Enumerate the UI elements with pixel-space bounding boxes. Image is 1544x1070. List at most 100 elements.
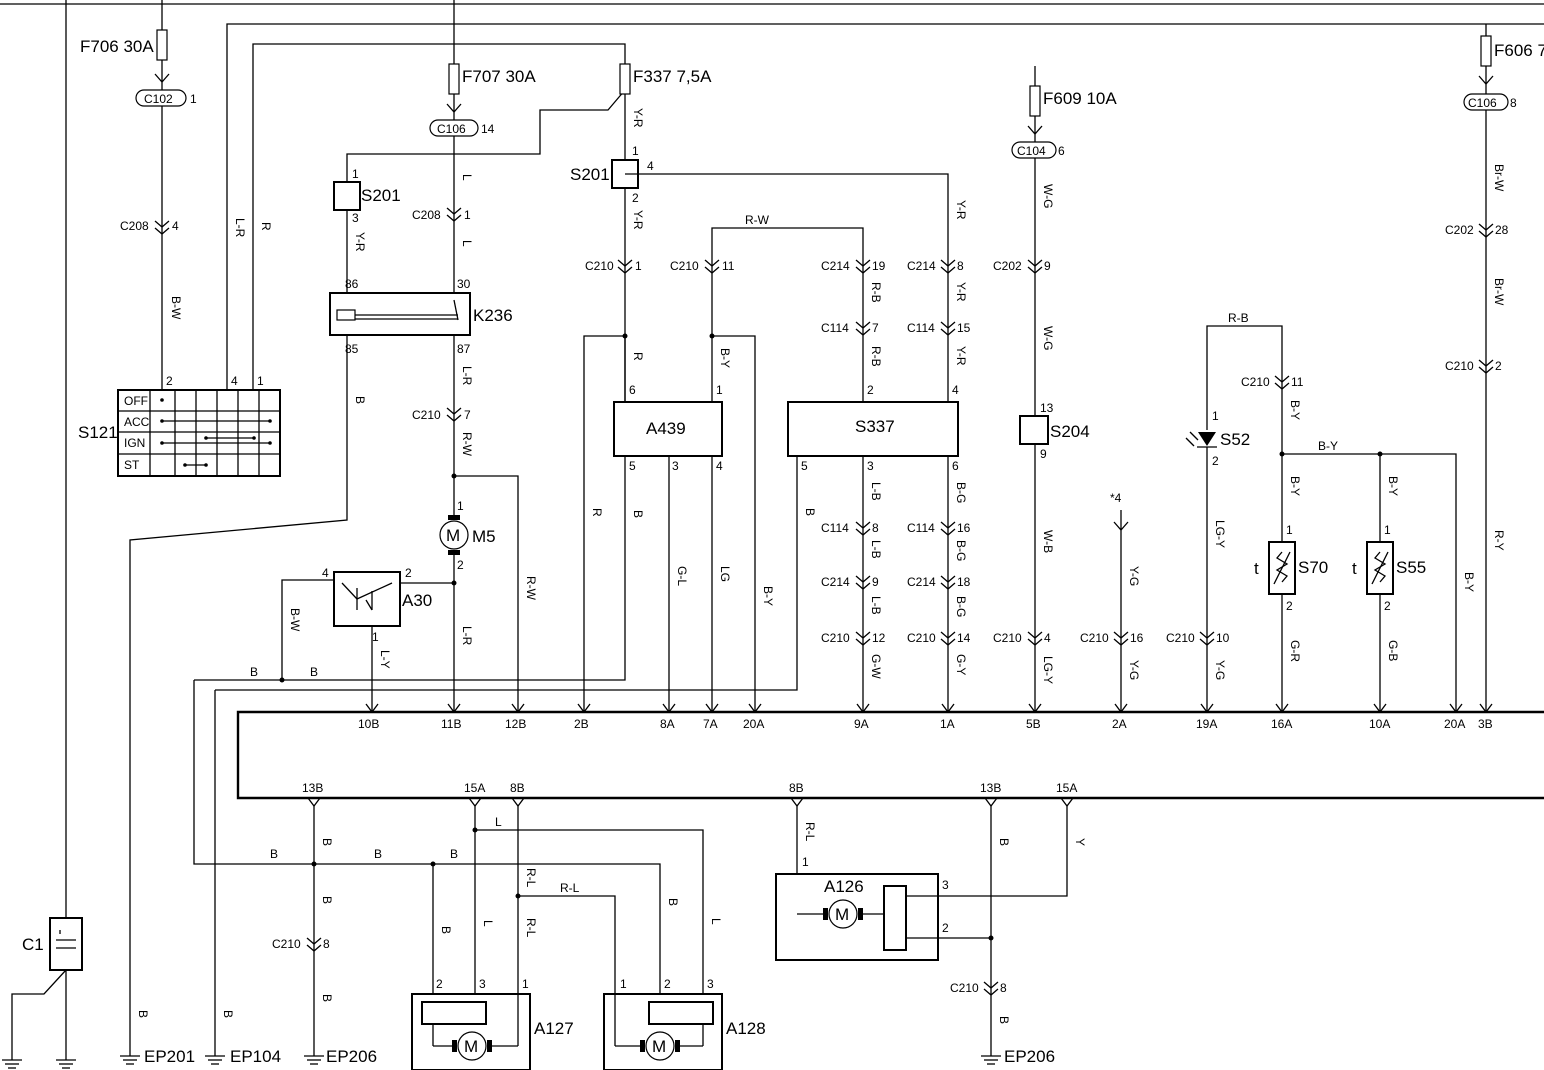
relay-k236: K236 85 87	[329, 292, 513, 356]
svg-text:C210: C210	[670, 259, 699, 273]
svg-text:6: 6	[629, 383, 636, 397]
svg-text:2: 2	[1286, 599, 1293, 613]
svg-text:4: 4	[1044, 631, 1051, 645]
ground-ep206-right: EP206	[1004, 1047, 1055, 1066]
ground-ep201: EP201	[144, 1047, 195, 1066]
svg-text:S52: S52	[1220, 430, 1250, 449]
svg-text:ST: ST	[124, 458, 140, 472]
svg-text:B: B	[353, 396, 367, 404]
svg-text:S337: S337	[855, 417, 895, 436]
svg-text:S201: S201	[570, 165, 610, 184]
svg-text:12: 12	[872, 631, 886, 645]
svg-text:C1: C1	[22, 935, 44, 954]
svg-text:1: 1	[190, 92, 197, 106]
svg-text:2: 2	[632, 191, 639, 205]
svg-text:L-B: L-B	[869, 596, 883, 615]
connector-c106-b: C106 8	[1463, 93, 1517, 111]
svg-text:3: 3	[942, 878, 949, 892]
svg-text:4: 4	[172, 219, 179, 233]
svg-text:9A: 9A	[854, 717, 869, 731]
svg-text:G-B: G-B	[1386, 640, 1400, 661]
s121-label: S121	[78, 423, 118, 442]
svg-text:3B: 3B	[1478, 717, 1493, 731]
svg-text:A128: A128	[726, 1019, 766, 1038]
svg-text:C102: C102	[144, 92, 173, 106]
svg-text:C210: C210	[821, 631, 850, 645]
svg-text:85: 85	[345, 342, 359, 356]
svg-text:8: 8	[957, 259, 964, 273]
actuator-a128: M A128 1 2 3	[603, 977, 766, 1070]
svg-text:C210: C210	[1241, 375, 1270, 389]
svg-text:1A: 1A	[940, 717, 955, 731]
svg-text:C202: C202	[1445, 223, 1474, 237]
svg-text:Y-R: Y-R	[954, 282, 968, 302]
svg-text:4: 4	[716, 459, 723, 473]
svg-text:G-L: G-L	[675, 566, 689, 586]
svg-text:3: 3	[707, 977, 714, 991]
transistor-a30: A30 4 2 1	[322, 566, 432, 644]
capacitor-c1: C1	[22, 917, 83, 971]
svg-text:2: 2	[942, 921, 949, 935]
svg-text:L: L	[481, 920, 495, 927]
svg-text:2: 2	[166, 374, 173, 388]
svg-text:2: 2	[867, 383, 874, 397]
svg-text:B-Y: B-Y	[718, 348, 732, 368]
svg-text:Br-W: Br-W	[1492, 278, 1506, 306]
fuse-f706-label: F706 30A	[80, 37, 154, 56]
svg-text:B-G: B-G	[954, 540, 968, 561]
svg-text:28: 28	[1495, 223, 1509, 237]
svg-text:5: 5	[629, 459, 636, 473]
svg-text:A30: A30	[402, 591, 432, 610]
svg-text:LG-Y: LG-Y	[1041, 656, 1055, 684]
svg-text:86: 86	[345, 277, 359, 291]
svg-text:R-W: R-W	[745, 213, 770, 227]
svg-text:C210: C210	[993, 631, 1022, 645]
svg-text:8: 8	[872, 521, 879, 535]
svg-text:B: B	[997, 838, 1011, 846]
svg-text:2B: 2B	[574, 717, 589, 731]
svg-text:B-W: B-W	[169, 296, 183, 320]
svg-text:B-Y: B-Y	[761, 586, 775, 606]
svg-text:C114: C114	[907, 521, 935, 535]
svg-text:10B: 10B	[358, 717, 379, 731]
svg-text:1: 1	[716, 383, 723, 397]
top-pin-row: 10B 11B 12B 2B 8A 7A 20A 9A 1A 5B 2A 19A…	[358, 703, 1493, 731]
ground-ep104: EP104	[230, 1047, 281, 1066]
svg-text:Y-R: Y-R	[353, 232, 367, 252]
svg-text:16A: 16A	[1271, 717, 1292, 731]
svg-text:2: 2	[436, 977, 443, 991]
svg-text:4: 4	[647, 159, 654, 173]
svg-text:16: 16	[1130, 631, 1144, 645]
connector-c106-a: C106 14	[429, 119, 495, 137]
svg-text:30: 30	[457, 277, 471, 291]
svg-text:B-Y: B-Y	[1386, 476, 1400, 496]
svg-text:1: 1	[1286, 523, 1293, 537]
ground-symbols	[2, 1055, 1001, 1069]
svg-text:M: M	[652, 1037, 666, 1056]
svg-text:L: L	[460, 240, 474, 247]
svg-text:1: 1	[372, 630, 379, 644]
svg-text:Y-G: Y-G	[1127, 660, 1141, 680]
svg-text:B-G: B-G	[954, 596, 968, 617]
sensor-s55: S55 t 1 2	[1352, 523, 1426, 613]
svg-text:9: 9	[1044, 259, 1051, 273]
svg-text:G-R: G-R	[1288, 640, 1302, 662]
svg-text:W-G: W-G	[1041, 326, 1055, 350]
svg-text:19: 19	[872, 259, 886, 273]
module-a439: A439 5 3 4	[613, 401, 723, 473]
svg-text:C210: C210	[1445, 359, 1474, 373]
svg-text:R: R	[259, 222, 273, 231]
svg-text:Y-G: Y-G	[1213, 660, 1227, 680]
svg-text:2: 2	[405, 566, 412, 580]
connector-c104: C104 6	[1011, 141, 1065, 159]
svg-text:R: R	[631, 352, 645, 361]
svg-text:C210: C210	[950, 981, 979, 995]
svg-text:LG: LG	[718, 566, 732, 582]
svg-text:L-B: L-B	[869, 540, 883, 559]
svg-text:C208: C208	[412, 208, 441, 222]
svg-text:Y-R: Y-R	[631, 108, 645, 128]
svg-text:9: 9	[1040, 447, 1047, 461]
svg-text:B-Y: B-Y	[1462, 572, 1476, 592]
svg-text:G-Y: G-Y	[954, 654, 968, 675]
